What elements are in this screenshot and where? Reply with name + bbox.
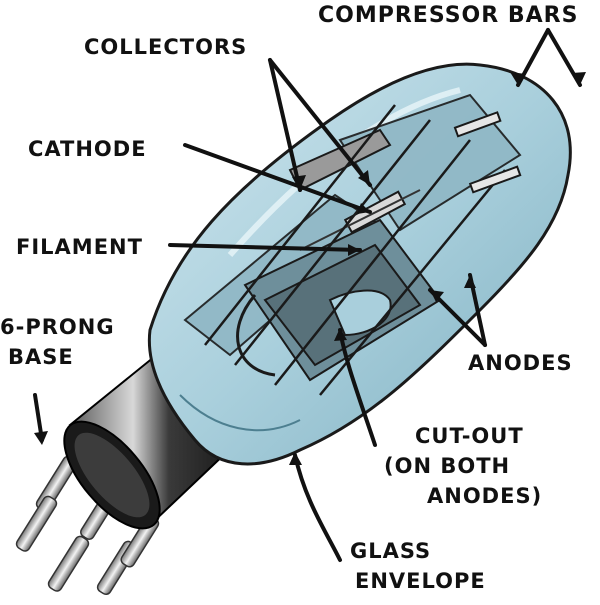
label-base-line2: BASE xyxy=(8,345,74,369)
anode-cutout xyxy=(328,289,392,337)
label-glass-line2: ENVELOPE xyxy=(355,569,486,593)
label-cutout-line3: ANODES) xyxy=(427,484,543,508)
pin xyxy=(15,495,58,552)
compressor-bar xyxy=(453,111,502,138)
label-cutout-line1: CUT-OUT xyxy=(415,424,524,448)
label-filament: FILAMENT xyxy=(16,235,143,259)
label-base-line1: 6-PRONG xyxy=(0,315,115,339)
cathode-arrow xyxy=(183,143,372,214)
label-compressor-bars: COMPRESSOR BARS xyxy=(318,3,579,28)
glass-arrow xyxy=(293,453,342,562)
label-anodes: ANODES xyxy=(468,351,573,375)
collectors-arrow-right xyxy=(268,58,372,187)
arrow-heads xyxy=(34,72,586,465)
label-glass-line1: GLASS xyxy=(350,539,432,563)
collectors-arrow-left xyxy=(268,58,302,192)
internal-electrodes xyxy=(183,93,522,396)
filament-wire xyxy=(299,189,421,251)
pin xyxy=(47,535,90,592)
filament-arrow xyxy=(168,243,362,252)
anodes-arrow-left xyxy=(428,288,487,347)
label-cutout-line2: (ON BOTH xyxy=(384,454,511,478)
label-collectors: COLLECTORS xyxy=(84,35,248,59)
compressor-bar xyxy=(468,165,522,194)
label-cathode: CATHODE xyxy=(28,137,147,161)
